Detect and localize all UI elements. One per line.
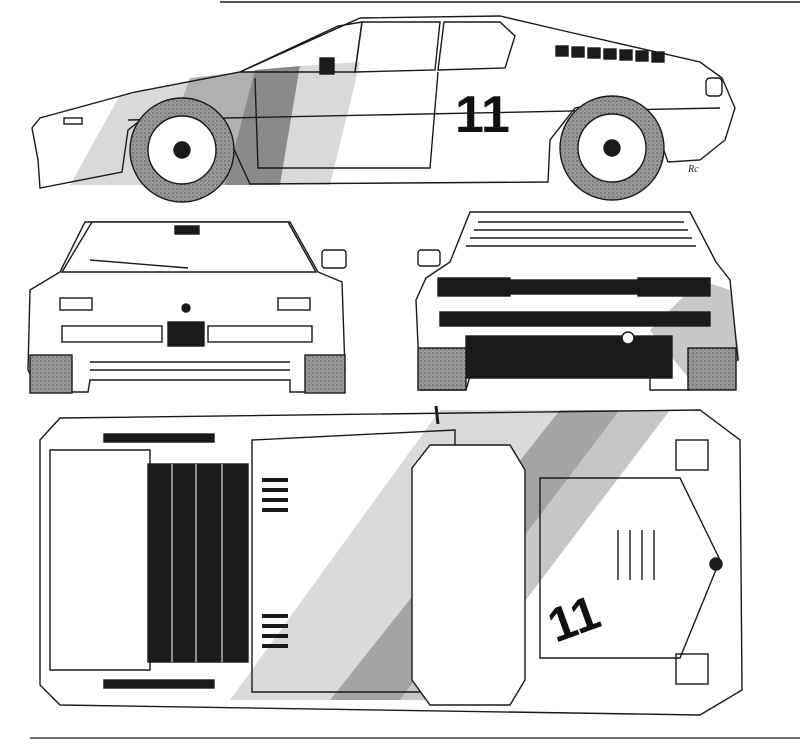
top-roof: [411, 444, 526, 706]
side-engine-vents: [555, 45, 665, 63]
front-tire-left: [29, 354, 73, 394]
top-fender-strip-lower: [103, 679, 215, 689]
top-vents-upper: [262, 478, 288, 512]
front-tire-right: [304, 354, 346, 394]
rear-mirror: [417, 249, 441, 267]
side-front-marker: [63, 117, 83, 125]
side-stripe-dark: [225, 66, 300, 185]
top-vents-lower: [262, 614, 288, 648]
front-view: [27, 221, 347, 394]
top-engine-slats: [617, 530, 655, 580]
rear-tire-left: [417, 347, 467, 391]
front-intake-left: [61, 325, 163, 343]
rear-louvers: [466, 221, 696, 247]
front-headlight-right: [277, 297, 311, 311]
top-tail-box-top: [675, 439, 709, 471]
rear-tire-right: [687, 347, 737, 391]
rear-bumper-bar: [439, 311, 711, 327]
top-rear-badge: [709, 557, 723, 571]
front-rearview-mirror: [174, 225, 200, 235]
front-kidney-grille: [167, 321, 205, 347]
top-engine-cover: [539, 477, 721, 659]
top-fender-strip-upper: [103, 433, 215, 443]
rear-taillight-right: [637, 277, 711, 297]
front-windshield: [60, 221, 318, 273]
front-intake-right: [207, 325, 313, 343]
artist-signature: Rc: [687, 164, 699, 175]
top-race-number: 11: [541, 586, 607, 653]
front-badge: [181, 303, 191, 313]
top-hood-panel: [147, 463, 249, 663]
top-tail-box-bottom: [675, 653, 709, 685]
rear-exhaust: [621, 331, 635, 345]
side-window-rear: [437, 21, 516, 71]
rear-taillight-left: [437, 277, 511, 297]
top-body-outline: [39, 409, 743, 716]
side-window-mid: [354, 21, 441, 73]
side-stripe-light-2: [280, 62, 360, 185]
side-race-number: 11: [455, 86, 510, 144]
rear-body-outline: [415, 211, 739, 391]
front-mirror-left: [321, 249, 347, 269]
rear-diffuser: [465, 335, 673, 379]
front-wiper: [89, 259, 189, 269]
side-view: [31, 15, 736, 203]
rear-panel-center: [509, 279, 639, 295]
side-mirror: [319, 57, 335, 75]
rear-view: [415, 211, 740, 391]
top-hood: [49, 449, 151, 671]
side-tail-light: [705, 77, 723, 97]
front-headlight-left: [59, 297, 93, 311]
top-antenna: [434, 405, 440, 425]
top-view: [39, 405, 743, 716]
side-door-line: [254, 71, 439, 169]
